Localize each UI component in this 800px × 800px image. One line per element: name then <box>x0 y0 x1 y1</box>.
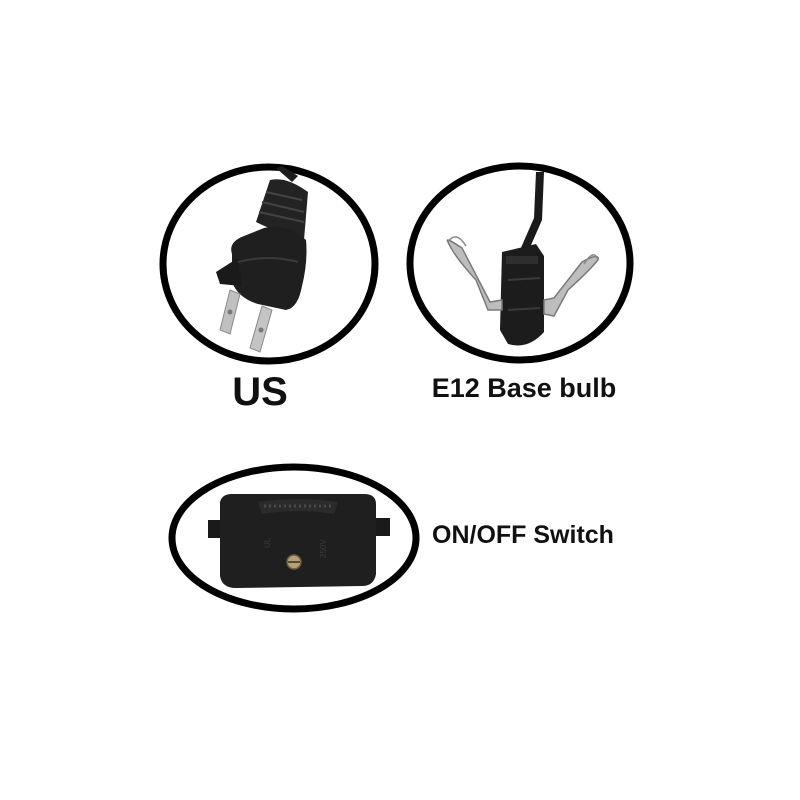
switch-panel: UL 250V <box>166 462 422 616</box>
plug-frame-ring <box>159 163 379 365</box>
switch-illustration: UL 250V <box>168 463 420 613</box>
plug-illustration <box>159 163 379 365</box>
e12-socket-icon <box>446 172 599 346</box>
plug-caption: US <box>232 370 288 414</box>
socket-panel <box>404 160 636 366</box>
svg-text:UL: UL <box>263 537 272 548</box>
us-plug-icon <box>216 166 308 353</box>
plug-panel <box>158 162 382 366</box>
socket-illustration <box>406 162 634 364</box>
socket-caption: E12 Base bulb <box>431 373 617 403</box>
switch-frame-ring <box>168 463 420 613</box>
socket-frame-ring <box>406 162 634 364</box>
inline-switch-icon: UL 250V <box>208 494 390 588</box>
switch-caption: ON/OFF Switch <box>432 521 614 549</box>
svg-text:250V: 250V <box>319 539 328 558</box>
